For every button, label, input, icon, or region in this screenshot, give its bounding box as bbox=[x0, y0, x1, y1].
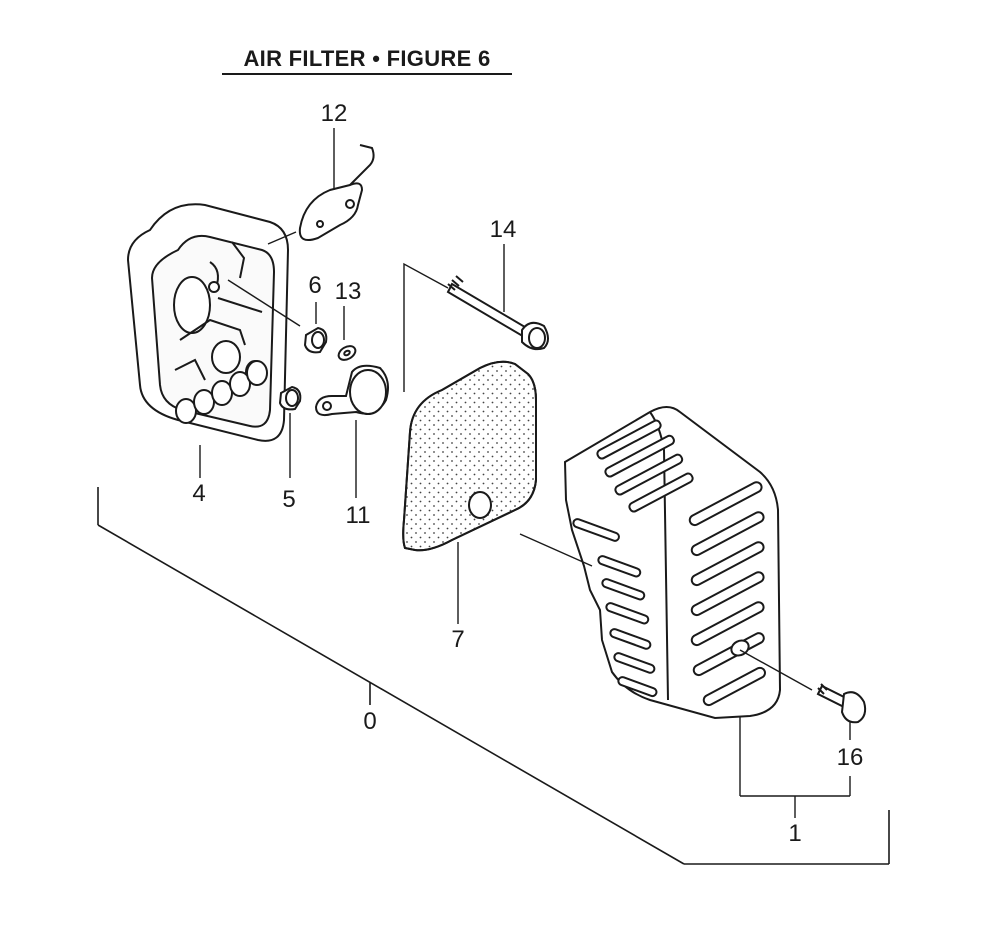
callout-7: 7 bbox=[451, 626, 465, 653]
callout-6: 6 bbox=[308, 272, 322, 299]
foam-filter-part-7 bbox=[402, 360, 537, 552]
callout-13: 13 bbox=[334, 278, 362, 305]
bushing-part-6 bbox=[303, 326, 328, 354]
callout-5: 5 bbox=[282, 486, 296, 513]
leader-lines bbox=[199, 128, 851, 818]
title-underline bbox=[222, 73, 512, 75]
callout-1: 1 bbox=[788, 820, 802, 847]
screw-part-16 bbox=[816, 683, 867, 724]
air-filter-base-part-4 bbox=[126, 203, 290, 442]
plate-part-11 bbox=[314, 364, 389, 417]
figure-title: AIR FILTER • FIGURE 6 bbox=[243, 46, 491, 71]
assembly-bracket-0 bbox=[97, 487, 890, 865]
callout-0: 0 bbox=[363, 708, 377, 735]
bushing-part-5 bbox=[278, 385, 302, 411]
callout-16: 16 bbox=[836, 744, 864, 771]
callout-12: 12 bbox=[320, 100, 348, 127]
callout-14: 14 bbox=[489, 216, 517, 243]
callout-11: 11 bbox=[345, 502, 371, 529]
bolt-part-14 bbox=[446, 275, 549, 351]
air-filter-cover-part-1 bbox=[563, 406, 782, 720]
callout-4: 4 bbox=[192, 480, 206, 507]
washer-part-13 bbox=[337, 345, 357, 361]
choke-lever-part-12 bbox=[298, 144, 375, 241]
